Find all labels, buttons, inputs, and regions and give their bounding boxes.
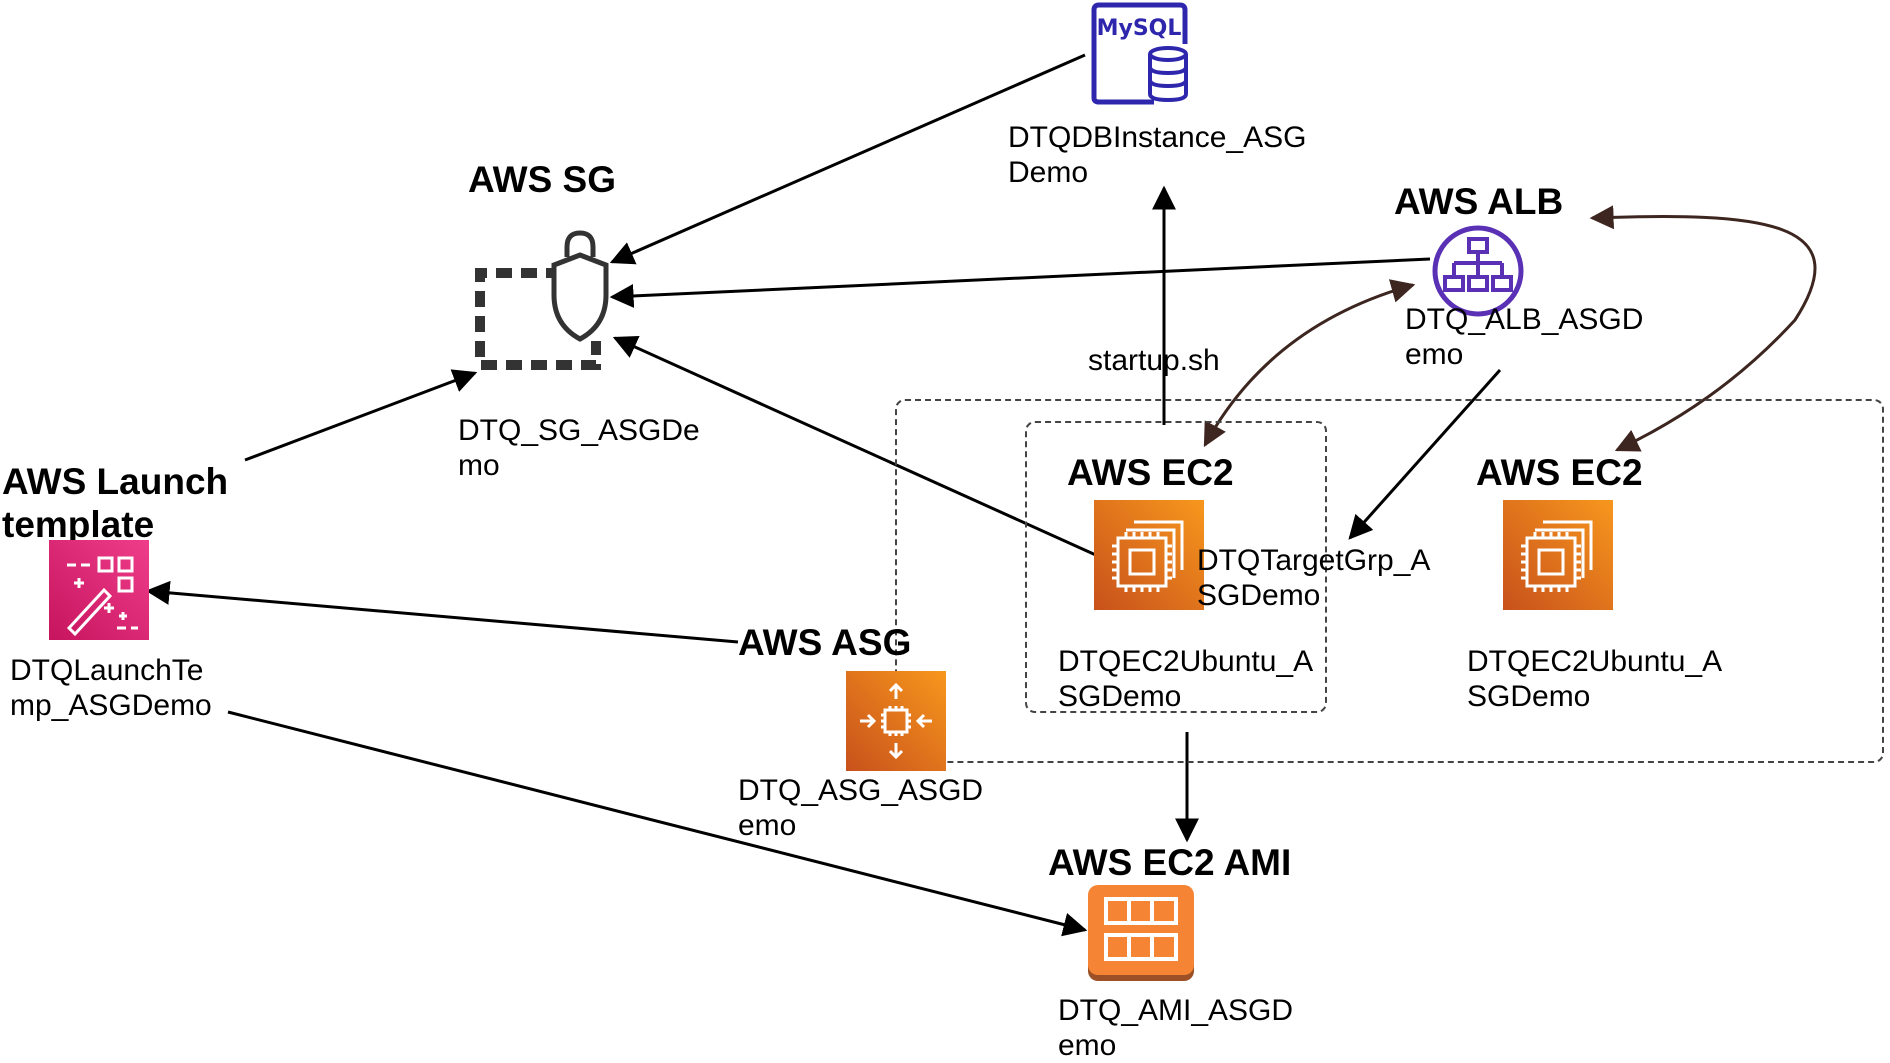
ami-node-title: AWS EC2 AMI [1048,842,1292,883]
mysql-node-label: DTQDBInstance_ASG Demo [1008,121,1307,190]
startup-script-label: startup.sh [1088,344,1220,377]
ami-node-label: DTQ_AMI_ASGD emo [1058,994,1294,1063]
alb-node-label: DTQ_ALB_ASGD emo [1405,303,1644,372]
asg-node-label: DTQ_ASG_ASGD emo [738,774,984,843]
auto-scaling-icon [846,671,946,771]
launch-node-label: DTQLaunchTe mp_ASGDemo [10,654,212,723]
edge-alb-ec2b-bidirectional [1589,205,1817,452]
launch-node-title: AWS Launch template [2,461,229,546]
ec2a-node-title: AWS EC2 [1067,452,1234,493]
sg-node-title: AWS SG [468,159,617,200]
autoscaling-group-container [895,399,1884,763]
ec2-instance-container [1025,421,1327,713]
security-group-shield-icon [470,225,610,375]
alb-node-title: AWS ALB [1394,181,1564,222]
ami-grid-icon [1086,883,1196,983]
edge-mysql-to-sg [609,53,1086,265]
asg-node-title: AWS ASG [738,622,912,663]
ec2a-node-label: DTQEC2Ubuntu_A SGDemo [1058,645,1314,714]
launch-template-icon [49,540,149,640]
edge-launch-to-ami [227,710,1088,937]
ec2-chip-icon [1503,500,1613,610]
sg-node-label: DTQ_SG_ASGDe mo [458,414,700,483]
ec2b-node-title: AWS EC2 [1476,452,1643,493]
target-group-label: DTQTargetGrp_A SGDemo [1197,544,1431,613]
edge-launch-to-sg [244,369,478,462]
ec2-chip-icon [1094,500,1204,610]
mysql-icon-text: MySQL [1097,16,1182,41]
mysql-database-icon: MySQL [1088,2,1192,106]
edge-alb-to-targetgroup [1348,369,1502,540]
edge-alb-ec2a-bidirectional [1203,279,1416,448]
edge-alb-to-sg [609,257,1431,308]
load-balancer-icon [1430,223,1526,319]
edge-asg-to-launch [145,580,739,644]
edge-ec2-to-sg [612,335,1099,558]
ec2b-node-label: DTQEC2Ubuntu_A SGDemo [1467,645,1723,714]
